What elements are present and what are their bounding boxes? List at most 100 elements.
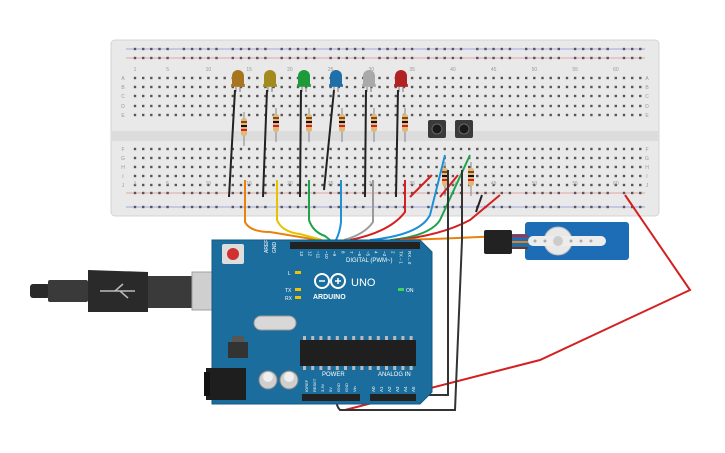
analog-label: ANALOG IN <box>378 372 411 378</box>
digital-pin-label: TX→1 <box>399 251 404 264</box>
row-letter: I <box>122 174 123 180</box>
analog-pin-label: A0 <box>371 386 376 392</box>
row-letter: A <box>121 76 125 82</box>
column-number: 55 <box>572 67 578 73</box>
row-letter: A <box>645 76 649 82</box>
column-number: 5 <box>166 67 169 73</box>
digital-pin-label: RX←0 <box>407 251 412 265</box>
reset-button[interactable] <box>227 248 239 260</box>
row-letter: B <box>645 85 649 91</box>
led-on-indicator <box>398 288 404 291</box>
row-letter: C <box>121 94 125 100</box>
row-letter: F <box>645 147 648 153</box>
digital-pin-label: 2 <box>390 251 395 254</box>
atmega-chip <box>300 340 416 366</box>
resistor[interactable] <box>402 108 408 142</box>
led-tx-label: TX <box>285 288 292 294</box>
row-letter: J <box>122 183 125 189</box>
digital-pin-label: ~11 <box>316 251 321 259</box>
column-number: 35 <box>409 181 415 187</box>
pushbutton-right[interactable] <box>455 120 473 138</box>
resistor[interactable] <box>339 108 345 142</box>
led-white[interactable] <box>362 70 376 92</box>
column-number: 60 <box>613 181 619 187</box>
on-label: ON <box>406 288 414 294</box>
analog-pin-label: A3 <box>395 386 400 392</box>
row-letter: D <box>645 104 649 110</box>
led-l-label: L <box>288 271 291 277</box>
column-number: 50 <box>532 181 538 187</box>
column-number: 30 <box>369 67 375 73</box>
power-pin-label: 3.3V <box>320 383 325 392</box>
analog-pin-label: A1 <box>379 386 384 392</box>
column-number: 1 <box>134 67 137 73</box>
led-l-indicator <box>295 271 301 274</box>
usb-icon <box>100 283 135 299</box>
breadboard-jumpers <box>228 89 483 213</box>
column-number: 55 <box>572 181 578 187</box>
analog-pin-label: A4 <box>403 386 408 392</box>
arduino-logo-text: ARDUINO <box>313 294 346 301</box>
resistor[interactable] <box>306 108 312 142</box>
column-number: 10 <box>206 181 212 187</box>
voltage-regulator <box>228 342 248 358</box>
resistor[interactable] <box>241 112 247 146</box>
column-number: 25 <box>328 181 334 187</box>
digital-pin-label: ~5 <box>365 251 370 257</box>
resistor[interactable] <box>371 108 377 142</box>
column-number: 15 <box>246 181 252 187</box>
led-tx-indicator <box>295 288 301 291</box>
board-model: UNO <box>351 277 376 289</box>
analog-header <box>370 394 416 401</box>
led-group <box>231 70 408 92</box>
row-letter: J <box>646 183 649 189</box>
digital-pin-label: 7 <box>349 251 354 254</box>
arduino-logo-icon <box>314 273 346 289</box>
row-letter: E <box>645 113 649 119</box>
led-rx-indicator <box>295 296 301 299</box>
digital-pin-label: 4 <box>374 251 379 254</box>
column-number: 1 <box>134 181 137 187</box>
column-number: 10 <box>206 67 212 73</box>
led-olive[interactable] <box>263 70 277 92</box>
column-number: 5 <box>166 181 169 187</box>
column-number: 35 <box>409 67 415 73</box>
column-number: 25 <box>328 67 334 73</box>
column-number: 30 <box>369 181 375 187</box>
digital-pin-label: ~9 <box>332 251 337 257</box>
digital-header <box>290 242 420 249</box>
column-number: 45 <box>491 67 497 73</box>
digital-pin-label: 13 <box>299 251 304 257</box>
row-letter: C <box>645 94 649 100</box>
row-letter: H <box>645 165 649 171</box>
resistor[interactable] <box>273 108 279 142</box>
led-rx-label: RX <box>285 296 293 302</box>
column-number: 20 <box>287 181 293 187</box>
resistor[interactable] <box>468 162 474 196</box>
digital-pin-label: 8 <box>341 251 346 254</box>
pushbutton-left[interactable] <box>428 120 446 138</box>
power-label: POWER <box>322 372 345 378</box>
row-letter: G <box>645 156 649 162</box>
crystal-oscillator <box>253 315 297 331</box>
led-green[interactable] <box>297 70 311 92</box>
power-pin-label: Vin <box>352 386 357 392</box>
column-number: 60 <box>613 67 619 73</box>
power-jack <box>206 368 246 400</box>
row-letter: F <box>121 147 124 153</box>
led-red[interactable] <box>394 70 408 92</box>
power-pin-label: 5V <box>328 387 333 392</box>
column-number: 15 <box>246 67 252 73</box>
row-letter: G <box>121 156 125 162</box>
led-amber[interactable] <box>231 70 245 92</box>
analog-pin-label: A2 <box>387 386 392 392</box>
power-pin-label: IOREF <box>304 379 309 392</box>
column-number: 50 <box>532 67 538 73</box>
gnd-label: GND <box>272 242 278 254</box>
power-pin-label: GND <box>336 383 341 392</box>
row-letter: I <box>646 174 647 180</box>
servo-motor[interactable] <box>484 222 629 260</box>
column-number: 40 <box>450 67 456 73</box>
